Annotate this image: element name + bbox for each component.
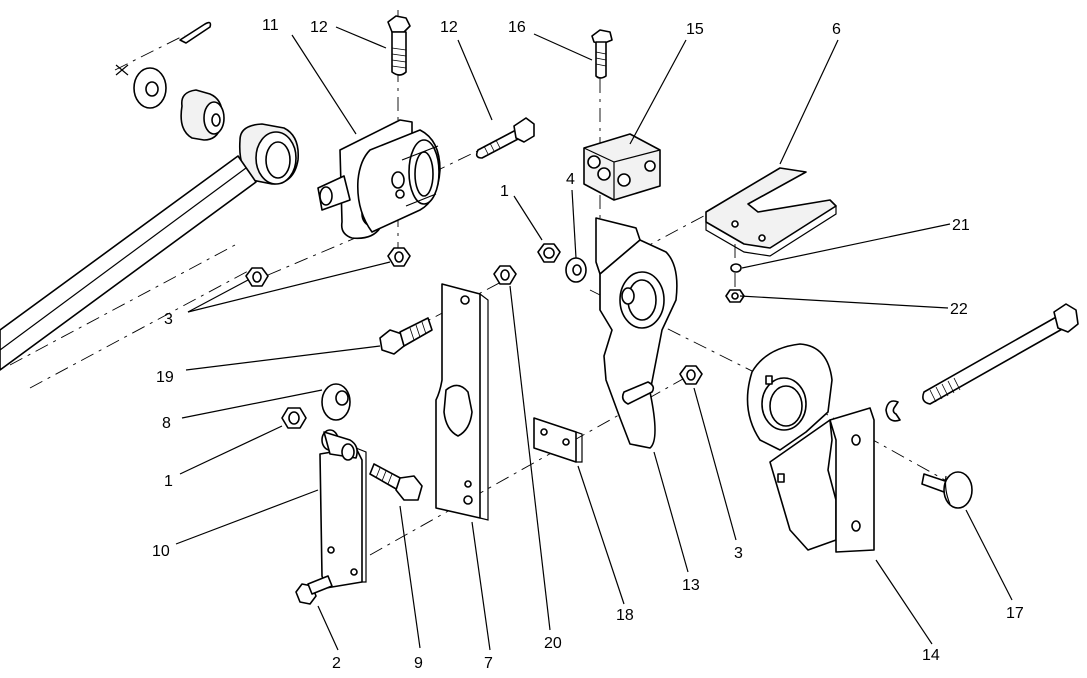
bolt-angled (475, 117, 535, 159)
nut-20 (493, 265, 517, 285)
spacer-8 (321, 383, 351, 421)
rod-end (0, 123, 300, 371)
small-lever (319, 429, 367, 589)
label-20: 20 (544, 635, 562, 652)
switch-screw (591, 29, 613, 79)
cotter-pin (115, 21, 212, 76)
switch-block (583, 133, 661, 201)
label-21: 21 (952, 217, 970, 234)
label-8: 8 (162, 415, 171, 432)
label-12-angled-bolt: 12 (440, 19, 458, 36)
cover-plate (705, 167, 837, 257)
mounting-bracket (746, 343, 875, 553)
callout-labels: 11 12 12 16 15 6 21 22 1 4 3 19 8 1 10 2… (152, 17, 1024, 672)
label-9: 9 (414, 655, 423, 672)
lock-washer-21 (730, 263, 742, 273)
nut-1-upper (537, 243, 561, 263)
carriage-bolt (921, 471, 973, 509)
label-3-left: 3 (164, 311, 173, 328)
leader-lines (175, 26, 1013, 651)
small-plate (533, 417, 583, 463)
label-12-vertical-bolt: 12 (310, 19, 328, 36)
bolt-19 (379, 317, 433, 355)
long-plate (435, 283, 489, 521)
label-14: 14 (922, 647, 940, 664)
label-16: 16 (508, 19, 526, 36)
label-13: 13 (682, 577, 700, 594)
label-1-lower: 1 (164, 473, 173, 490)
label-18: 18 (616, 607, 634, 624)
long-bolt (922, 303, 1079, 405)
label-11: 11 (262, 17, 279, 34)
nut-a (245, 267, 269, 287)
nut-3-right (679, 365, 703, 385)
washer-left (133, 67, 167, 109)
label-17: 17 (1006, 605, 1024, 622)
snap-ring (885, 400, 901, 422)
label-19: 19 (156, 369, 174, 386)
label-4: 4 (566, 171, 575, 188)
nut-1-lower (281, 407, 307, 429)
main-lever (595, 217, 678, 449)
label-7: 7 (484, 655, 493, 672)
nut-b (387, 247, 411, 267)
label-2: 2 (332, 655, 341, 672)
label-10: 10 (152, 543, 170, 560)
tie-rod-assembly (0, 21, 300, 371)
label-3-right: 3 (734, 545, 743, 562)
washer-4 (565, 257, 587, 283)
rubber-bushing (180, 89, 225, 141)
label-6: 6 (832, 21, 841, 38)
pivot-bracket (317, 119, 441, 240)
bolt-vertical (387, 15, 411, 76)
bolt-2 (295, 575, 333, 605)
bolt-9 (369, 463, 423, 501)
label-1-upper: 1 (500, 183, 509, 200)
label-15: 15 (686, 21, 704, 38)
label-22: 22 (950, 301, 968, 318)
